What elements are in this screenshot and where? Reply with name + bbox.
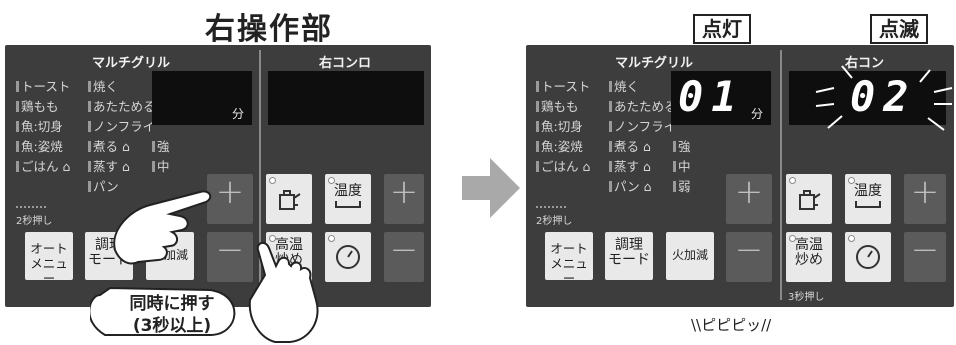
right-divider — [780, 50, 782, 300]
multigrill-display-value: 01 — [678, 72, 745, 121]
left-plus-button[interactable]: + — [207, 174, 253, 224]
tray-icon — [855, 201, 881, 208]
temperature-button[interactable]: 温度 — [325, 174, 371, 224]
upper-hand-icon — [113, 190, 212, 265]
right-burner-plus-button[interactable]: + — [904, 174, 946, 224]
auto-menu-button[interactable]: オート メニュー — [25, 232, 73, 286]
display-unit: 分 — [751, 107, 764, 121]
menu-item[interactable]: あたためる — [88, 96, 156, 116]
blink-rays-icon — [815, 65, 953, 131]
heat-level-strong: 強 — [152, 136, 170, 155]
menu-item[interactable]: 魚:姿焼 — [16, 136, 70, 156]
heat-level-strong: 強 — [673, 136, 691, 155]
menu-item[interactable]: パン ⌂ — [609, 176, 677, 196]
heat-level-low: 弱 — [673, 176, 691, 195]
menu-item[interactable]: あたためる — [609, 96, 677, 116]
menu-item[interactable]: 魚:姿焼 — [536, 136, 590, 156]
page-title: 右操作部 — [205, 12, 333, 47]
kettle-icon — [799, 190, 821, 210]
left-burner-display — [268, 71, 424, 125]
auto-menu-button[interactable]: オート メニュー — [545, 232, 593, 286]
menu-item[interactable]: ノンフライ — [88, 116, 156, 136]
hold-2sec-label: 2秒押し — [536, 216, 573, 227]
heat-adjust-button[interactable]: 火加減 — [666, 232, 714, 280]
pot-icon: ⌂ — [118, 159, 130, 174]
menu-item[interactable]: トースト — [536, 76, 590, 96]
right-section-multigrill: マルチグリル — [615, 56, 694, 71]
menu-item[interactable]: パン — [88, 176, 156, 196]
right-burner-display — [789, 71, 946, 125]
right-section-right-burner: 右コン — [845, 56, 885, 71]
tray-icon — [335, 201, 361, 208]
menu-item[interactable]: 魚:切身 — [536, 116, 590, 136]
hold-3sec-label: 3秒押し — [788, 292, 825, 303]
label-on: 点灯 — [693, 14, 751, 44]
rice-pot-icon: ⌂ — [578, 159, 591, 174]
kettle-button[interactable] — [266, 174, 312, 224]
pot-icon: ⌂ — [118, 139, 130, 154]
menu-item[interactable]: ごはん ⌂ — [16, 156, 70, 176]
right-burner-plus-button[interactable]: + — [384, 174, 424, 224]
cook-mode-button[interactable]: 調理 モード — [605, 232, 653, 280]
menu-item[interactable]: 鶏もも — [536, 96, 590, 116]
hold-2sec-label: 2秒押し — [16, 216, 53, 227]
menu-item[interactable]: 焼く — [609, 76, 677, 96]
menu-item[interactable]: 蒸す ⌂ — [609, 156, 677, 176]
left-menu-col2: 焼く あたためる ノンフライ 煮る ⌂ 蒸す ⌂ パン — [88, 76, 156, 196]
display-unit: 分 — [232, 107, 245, 121]
left-plus-button[interactable]: + — [726, 174, 772, 224]
rice-pot-icon: ⌂ — [58, 159, 71, 174]
timer-icon — [856, 245, 880, 269]
pot-icon: ⌂ — [639, 159, 651, 174]
hold-indicator-icon — [536, 200, 566, 208]
right-menu-col2: 焼く あたためる ノンフライ 煮る ⌂ 蒸す ⌂ パン ⌂ — [609, 76, 677, 196]
left-section-multigrill: マルチグリル — [92, 56, 171, 71]
left-minus-button[interactable]: − — [726, 232, 772, 282]
lower-hand-icon — [248, 242, 319, 343]
menu-item[interactable]: 魚:切身 — [16, 116, 70, 136]
heat-level-medium: 中 — [673, 156, 691, 175]
hand-pointer-icons — [90, 190, 319, 343]
left-multigrill-display — [152, 71, 252, 125]
burner-display-value: 02 — [850, 72, 917, 121]
right-burner-minus-button[interactable]: − — [384, 232, 424, 282]
menu-item[interactable]: 煮る ⌂ — [609, 136, 677, 156]
left-minus-button[interactable]: − — [207, 232, 253, 282]
menu-item[interactable]: ごはん ⌂ — [536, 156, 590, 176]
high-stirfry-button[interactable]: 高温 炒め — [786, 232, 832, 282]
left-divider — [259, 50, 261, 300]
menu-item[interactable]: トースト — [16, 76, 70, 96]
sound-mark-right-icon: // — [761, 316, 772, 334]
right-burner-minus-button[interactable]: − — [904, 232, 946, 282]
temperature-button[interactable]: 温度 — [845, 174, 891, 224]
kettle-icon — [279, 190, 301, 210]
speech-bubble — [90, 286, 236, 336]
menu-item[interactable]: 焼く — [88, 76, 156, 96]
timer-button[interactable] — [325, 232, 371, 282]
hold-indicator-icon — [16, 200, 46, 208]
menu-item[interactable]: 蒸す ⌂ — [88, 156, 156, 176]
menu-item[interactable]: ノンフライ — [609, 116, 677, 136]
timer-button[interactable] — [845, 232, 891, 282]
menu-item[interactable]: 煮る ⌂ — [88, 136, 156, 156]
right-menu-col1: トースト 鶏もも 魚:切身 魚:姿焼 ごはん ⌂ — [536, 76, 590, 176]
timer-icon — [336, 245, 360, 269]
pot-icon: ⌂ — [639, 179, 652, 194]
press-note: 同時に押す (3秒以上) — [129, 294, 215, 336]
kettle-button[interactable] — [786, 174, 832, 224]
sound-mark-left-icon: \\ — [691, 316, 702, 334]
pot-icon: ⌂ — [639, 139, 651, 154]
menu-item[interactable]: 鶏もも — [16, 96, 70, 116]
label-blink: 点滅 — [870, 14, 928, 44]
right-multigrill-display — [671, 71, 771, 125]
heat-level-medium: 中 — [152, 156, 170, 175]
left-section-right-burner: 右コンロ — [319, 56, 372, 71]
transition-arrow-icon — [462, 158, 520, 218]
beep-sound-text: \\ピピピッ// — [691, 316, 772, 334]
left-menu-col1: トースト 鶏もも 魚:切身 魚:姿焼 ごはん ⌂ — [16, 76, 70, 176]
